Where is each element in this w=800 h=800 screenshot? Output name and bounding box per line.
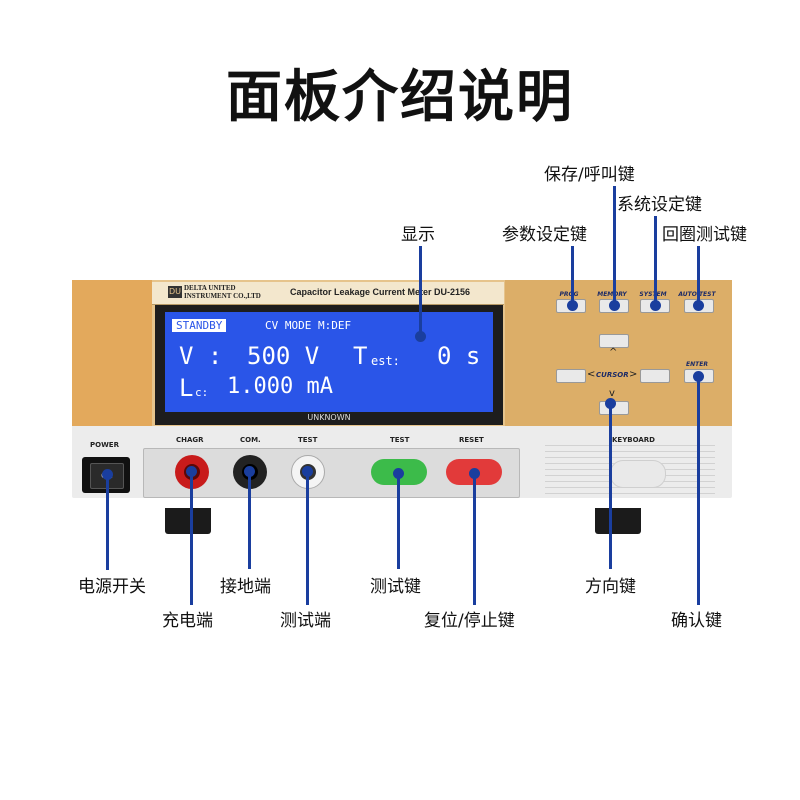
display-wire: [419, 246, 422, 336]
right-arrow-icon: >: [629, 369, 638, 380]
enter-wire: [697, 376, 700, 605]
callout-system-key: 系统设定键: [617, 195, 702, 215]
memory-wire: [613, 186, 616, 306]
system-key-label: SYSTEM: [639, 291, 667, 298]
callout-enter-key: 确认键: [671, 611, 722, 631]
brand-name: DELTA UNITED INSTRUMENT CO.,LTD: [184, 284, 261, 300]
brand-logo-icon: DU: [168, 286, 182, 298]
callout-ground-terminal: 接地端: [220, 577, 271, 597]
callout-autotest-key: 回圈测试键: [662, 225, 747, 245]
lcd-mode: CV MODE M:DEF: [265, 319, 352, 332]
up-arrow-icon: ^: [609, 347, 618, 358]
unknown-label: UNKNOWN: [307, 413, 351, 422]
reset-button-wire: [473, 473, 476, 605]
system-dot: [650, 300, 661, 311]
cursor-right-key[interactable]: [640, 369, 670, 383]
callout-prog-key: 参数设定键: [502, 225, 587, 245]
lcd-time-value: 0 s: [437, 342, 481, 370]
direction-wire: [609, 403, 612, 569]
memory-dot: [609, 300, 620, 311]
com-label: COM.: [240, 436, 261, 444]
lcd-current-label: L: [179, 374, 194, 402]
left-foot: [165, 508, 211, 534]
autotest-key-label: AUTO TEST: [678, 291, 716, 298]
keyboard-label: KEYBOARD: [612, 436, 655, 444]
callout-charge-terminal: 充电端: [162, 611, 213, 631]
prog-dot: [567, 300, 578, 311]
callout-power-switch: 电源开关: [78, 577, 146, 597]
brand-line-2: INSTRUMENT CO.,LTD: [184, 292, 261, 300]
lcd-current-value: 1.000 mA: [227, 374, 333, 399]
lcd-voltage-label: V :: [179, 342, 223, 370]
test-button-label: TEST: [390, 436, 410, 444]
brand-line-1: DELTA UNITED: [184, 284, 236, 292]
autotest-dot: [693, 300, 704, 311]
device-left-strip: [72, 280, 152, 426]
cursor-left-key[interactable]: [556, 369, 586, 383]
ground-wire: [248, 471, 251, 569]
callout-memory-key: 保存/呼叫键: [544, 165, 635, 185]
header-plate: [152, 282, 504, 305]
callout-reset-key: 复位/停止键: [424, 611, 515, 631]
page-title: 面板介绍说明: [226, 65, 574, 130]
keyboard-port[interactable]: [610, 460, 666, 488]
lcd-current-sub: c:: [195, 386, 209, 399]
test-button-wire: [397, 473, 400, 569]
model-name: Capacitor Leakage Current Meter DU-2156: [290, 287, 471, 297]
cursor-label: CURSOR: [596, 371, 629, 379]
reset-button-label: RESET: [459, 436, 484, 444]
enter-key-label: ENTER: [686, 361, 708, 368]
prog-wire: [571, 246, 574, 306]
lcd-time-sub: est:: [371, 354, 400, 368]
left-arrow-icon: <: [587, 369, 596, 380]
callout-direction-key: 方向键: [585, 577, 636, 597]
lcd-display: STANDBY CV MODE M:DEF V : 500 V T est: 0…: [165, 312, 493, 412]
power-wire: [106, 474, 109, 570]
cursor-up-key[interactable]: [599, 334, 629, 348]
system-wire: [654, 216, 657, 306]
memory-key-label: MEMORY: [597, 291, 627, 298]
callout-test-terminal: 测试端: [280, 611, 331, 631]
autotest-wire: [697, 246, 700, 306]
prog-key-label: PROG: [559, 291, 579, 298]
lcd-status: STANDBY: [172, 319, 227, 332]
callout-test-key: 测试键: [370, 577, 421, 597]
right-foot: [595, 508, 641, 534]
test-jack-label: TEST: [298, 436, 318, 444]
charge-wire: [190, 471, 193, 605]
test-jack-wire: [306, 471, 309, 605]
callout-display: 显示: [401, 225, 435, 245]
chagr-label: CHAGR: [176, 436, 204, 444]
display-dot: [415, 331, 426, 342]
lcd-voltage-value: 500 V: [247, 342, 320, 370]
down-arrow-icon: v: [609, 388, 615, 399]
power-label: POWER: [90, 441, 119, 449]
lcd-time-label: T: [353, 342, 368, 370]
